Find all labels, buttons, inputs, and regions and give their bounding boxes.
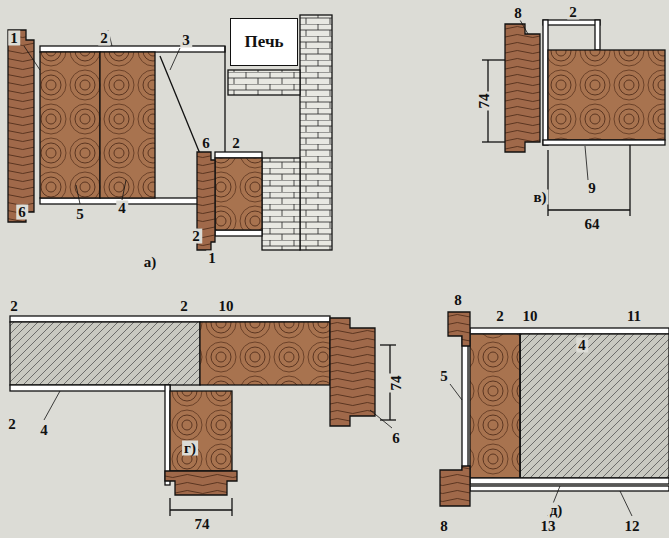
callout-number: 6	[200, 136, 212, 151]
callout-number: 4	[576, 338, 588, 353]
figure-letter: а)	[142, 255, 159, 270]
drawing-rect	[215, 152, 262, 158]
figure-letter: в)	[531, 190, 548, 205]
drawing-line	[76, 185, 80, 204]
drawing-line	[370, 410, 392, 428]
drawing-line	[170, 48, 180, 70]
drawing-rect	[470, 334, 520, 478]
dimension: 64	[583, 217, 602, 232]
callout-number: 2	[178, 299, 190, 314]
drawing-line	[44, 391, 60, 420]
callout-number: 8	[512, 6, 524, 21]
drawing-line	[122, 180, 126, 200]
drawing-rect	[40, 52, 100, 198]
drawing-rect	[595, 20, 600, 50]
drawing-rect	[10, 316, 330, 322]
callout-number: 1	[8, 31, 20, 46]
callout-number: 2	[567, 5, 579, 20]
callout-number: 4	[116, 201, 128, 216]
drawing-line	[629, 145, 630, 216]
drawing-rect	[215, 230, 262, 236]
drawing-line	[519, 334, 520, 478]
callout-number: 9	[586, 181, 598, 196]
drawing-rect	[228, 70, 300, 95]
drawing-rect	[543, 140, 665, 145]
callout-number: 4	[38, 423, 50, 438]
drawing-rect	[470, 486, 669, 491]
dimension: 74	[389, 374, 404, 393]
figure-letter: г)	[182, 441, 198, 456]
callout-number: 2	[190, 229, 202, 244]
drawing-rect	[10, 322, 200, 385]
drawing-line	[620, 491, 632, 516]
detail-e	[440, 312, 669, 516]
drawing-rect	[520, 334, 669, 478]
drawing-path	[8, 30, 34, 222]
drawing-line	[585, 146, 588, 180]
callout-number: 2	[98, 31, 110, 46]
drawing-line	[170, 509, 232, 510]
drawing-line	[169, 498, 170, 516]
drawing-rect	[170, 391, 232, 471]
callout-number: 12	[623, 519, 642, 534]
callout-number: 10	[217, 299, 236, 314]
drawing-rect	[40, 46, 225, 52]
drawing-line	[547, 150, 548, 216]
drawing-path	[165, 471, 237, 495]
drawing-rect	[470, 478, 669, 484]
dimension: 74	[193, 517, 212, 532]
drawing-rect	[470, 328, 669, 334]
callout-number: 2	[6, 417, 18, 432]
drawing-line	[482, 59, 505, 60]
drawing-line	[450, 384, 462, 400]
drawing-path	[440, 466, 470, 506]
drawing-rect	[215, 158, 262, 230]
drawing-line	[482, 141, 505, 142]
drawing-rect	[100, 52, 155, 198]
callout-number: 8	[452, 293, 464, 308]
callout-number: 2	[230, 136, 242, 151]
drawing-rect	[10, 385, 170, 391]
detail-c	[482, 20, 665, 216]
callout-number: 3	[180, 33, 192, 48]
drawing-line	[520, 20, 528, 34]
callout-number: 5	[74, 207, 86, 222]
drawing-path	[448, 312, 470, 346]
drawing-path	[505, 24, 540, 152]
drawing-path	[330, 318, 375, 426]
drawing-line	[380, 344, 396, 345]
stove-label: Печь	[245, 32, 284, 52]
drawing-rect	[300, 15, 332, 250]
dimension: 74	[477, 92, 492, 111]
callout-number: 6	[390, 431, 402, 446]
callout-number: 2	[494, 309, 506, 324]
drawing-rect	[262, 158, 300, 250]
drawing-rect	[543, 20, 548, 145]
callout-number: 6	[16, 205, 28, 220]
callout-number: 8	[438, 519, 450, 534]
stove-box: Печь	[230, 18, 298, 66]
callout-number: 1	[206, 251, 218, 266]
drawing-rect	[548, 50, 665, 140]
figure-letter: д)	[548, 503, 565, 518]
callout-number: 11	[625, 309, 643, 324]
drawing-rect	[165, 385, 170, 485]
callout-number: 13	[539, 519, 558, 534]
detail-a	[8, 30, 225, 222]
detail-b	[197, 15, 332, 250]
drawing-line	[24, 46, 40, 70]
callout-number: 5	[438, 369, 450, 384]
drawing-rect	[200, 322, 330, 385]
drawing-line	[231, 498, 232, 516]
detail-d	[10, 316, 396, 516]
drawing-rect	[543, 20, 600, 25]
drawing-line	[548, 209, 630, 210]
callout-number: 10	[521, 309, 540, 324]
callout-number: 2	[8, 299, 20, 314]
